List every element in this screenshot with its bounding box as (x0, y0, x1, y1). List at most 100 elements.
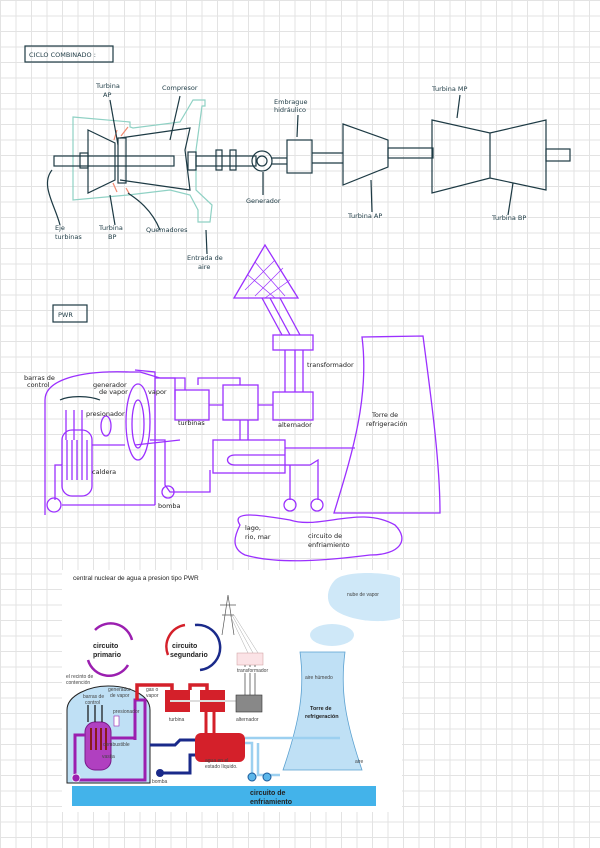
pump-secondary (161, 485, 175, 499)
vessel (61, 429, 93, 497)
condenser (212, 439, 286, 474)
cooling-circuit-bar (72, 786, 376, 806)
label-arrows (46, 94, 514, 255)
pwr-title: PWR (58, 311, 73, 319)
generator-symbol (251, 150, 273, 172)
label-primario: circuito (93, 643, 118, 650)
label-quemadores: Quemadores (146, 226, 188, 234)
label-embrague-2: hidráulico (274, 106, 306, 114)
compressor (119, 127, 191, 191)
label-segundario: circuito (172, 643, 197, 650)
label-torre: Torre de (310, 706, 332, 712)
alternator (235, 694, 263, 713)
secondary-cycle-arrow (165, 623, 186, 656)
section-title-box (24, 45, 114, 63)
label-presionador: presionador (86, 410, 125, 418)
label-torre-2: refrigeración (366, 420, 408, 428)
pwr-title-box (52, 304, 88, 323)
label-nube: nube de vapor (347, 592, 379, 598)
label-turbina: turbina (169, 717, 185, 723)
label-turbina-ap-top-2: AP (103, 91, 111, 99)
label-presionador: presionador (113, 709, 140, 715)
label-alternador: alternador (278, 421, 312, 429)
label-barras: barras de (24, 374, 55, 382)
label-enfriamiento-2: enfriamiento (250, 799, 292, 806)
label-bomba-sketch: bomba (158, 502, 181, 510)
label-segundario-2: segundario (170, 652, 208, 659)
label-gas: gas o (146, 687, 158, 693)
label-transformador-sketch: transformador (307, 361, 354, 369)
label-compresor: Compresor (162, 84, 198, 92)
label-turbina-ap-top: Turbina (95, 82, 120, 90)
label-alternador: alternador (236, 717, 259, 723)
label-recinto-2: contención (66, 680, 90, 686)
label-circuito: circuito de (308, 532, 342, 540)
label-aire: aire (355, 759, 364, 765)
label-generador-vapor-2: de vapor (99, 388, 128, 396)
label-embrague: Embrague (274, 98, 307, 106)
cooling-tower (282, 651, 363, 771)
secondary-pump (156, 769, 164, 777)
condenser (195, 733, 245, 762)
label-turbina-bp-left: Turbina (98, 224, 123, 232)
pylon-icon (232, 243, 300, 299)
alternator-box (272, 391, 314, 421)
pressurizer (100, 415, 112, 437)
hp-turbine (342, 123, 389, 186)
transformer-box (272, 334, 314, 351)
label-entrada-2: aire (198, 263, 210, 271)
shaft (53, 155, 175, 167)
label-gas-2: vapor (146, 693, 159, 699)
pwr-sketch: PWR barras de control generador de vapor… (24, 243, 441, 562)
turbine-2 (222, 384, 259, 421)
label-turbina-ap: Turbina AP (347, 212, 382, 220)
label-generador-vapor: generador (93, 381, 127, 389)
label-lago-2: rio, mar (245, 533, 271, 541)
transformer-label-backdrop (236, 667, 272, 673)
label-turbina-mp: Turbina MP (431, 85, 467, 93)
label-vasija: vasija (102, 754, 115, 760)
label-agua: agua en el (205, 758, 228, 764)
label-torre: Torre de (371, 411, 398, 419)
label-primario-2: primario (93, 652, 121, 659)
cooling-pump-2 (262, 772, 272, 782)
label-eje-2: turbinas (55, 233, 82, 241)
label-vapor: vapor (148, 388, 167, 396)
steam-cloud (327, 573, 400, 622)
pressurizer (113, 715, 120, 727)
primary-cycle-arrow (94, 622, 134, 641)
mp-bp-turbine (431, 119, 547, 194)
label-caldera: caldera (92, 468, 116, 476)
turbine-1 (174, 389, 210, 421)
pump-cooling-2 (310, 498, 324, 512)
primary-pump (71, 773, 81, 783)
ciclo-combinado-diagram: CICLO COMBINADO : Turbina AP Compresor (24, 45, 571, 271)
cooling-tower (333, 335, 441, 514)
label-barras: barras de (83, 694, 104, 700)
label-transformador: transformador (237, 668, 268, 674)
label-barras-2: control (85, 700, 100, 706)
label-turbina-bp-left-2: BP (108, 233, 116, 241)
pump-primary (46, 497, 62, 513)
label-recinto: el recinto de (66, 674, 93, 680)
pwr-figure: central nuclear de agua a presion tipo P… (62, 570, 402, 812)
containment (44, 371, 176, 515)
label-bomba: bomba (152, 779, 168, 785)
lake (234, 514, 403, 562)
label-turbina-bp: Turbina BP (491, 214, 526, 222)
label-entrada: Entrada de (187, 254, 223, 262)
figure-title: central nuclear de agua a presion tipo P… (73, 575, 199, 582)
label-circuito-2: enfriamiento (308, 541, 350, 549)
label-generador: generador (108, 687, 131, 693)
steam-generator (125, 383, 151, 461)
label-turbinas: turbinas (178, 419, 205, 427)
label-torre-2: refrigeración (305, 714, 339, 720)
label-lago: lago, (245, 524, 261, 532)
label-barras-2: control (27, 381, 50, 389)
label-eje: Eje (55, 224, 65, 232)
label-aire-humedo: aire húmedo (305, 675, 333, 681)
section-title: CICLO COMBINADO : (29, 51, 96, 59)
label-combustible: combustible (103, 742, 130, 748)
cooling-pump-1 (247, 772, 257, 782)
